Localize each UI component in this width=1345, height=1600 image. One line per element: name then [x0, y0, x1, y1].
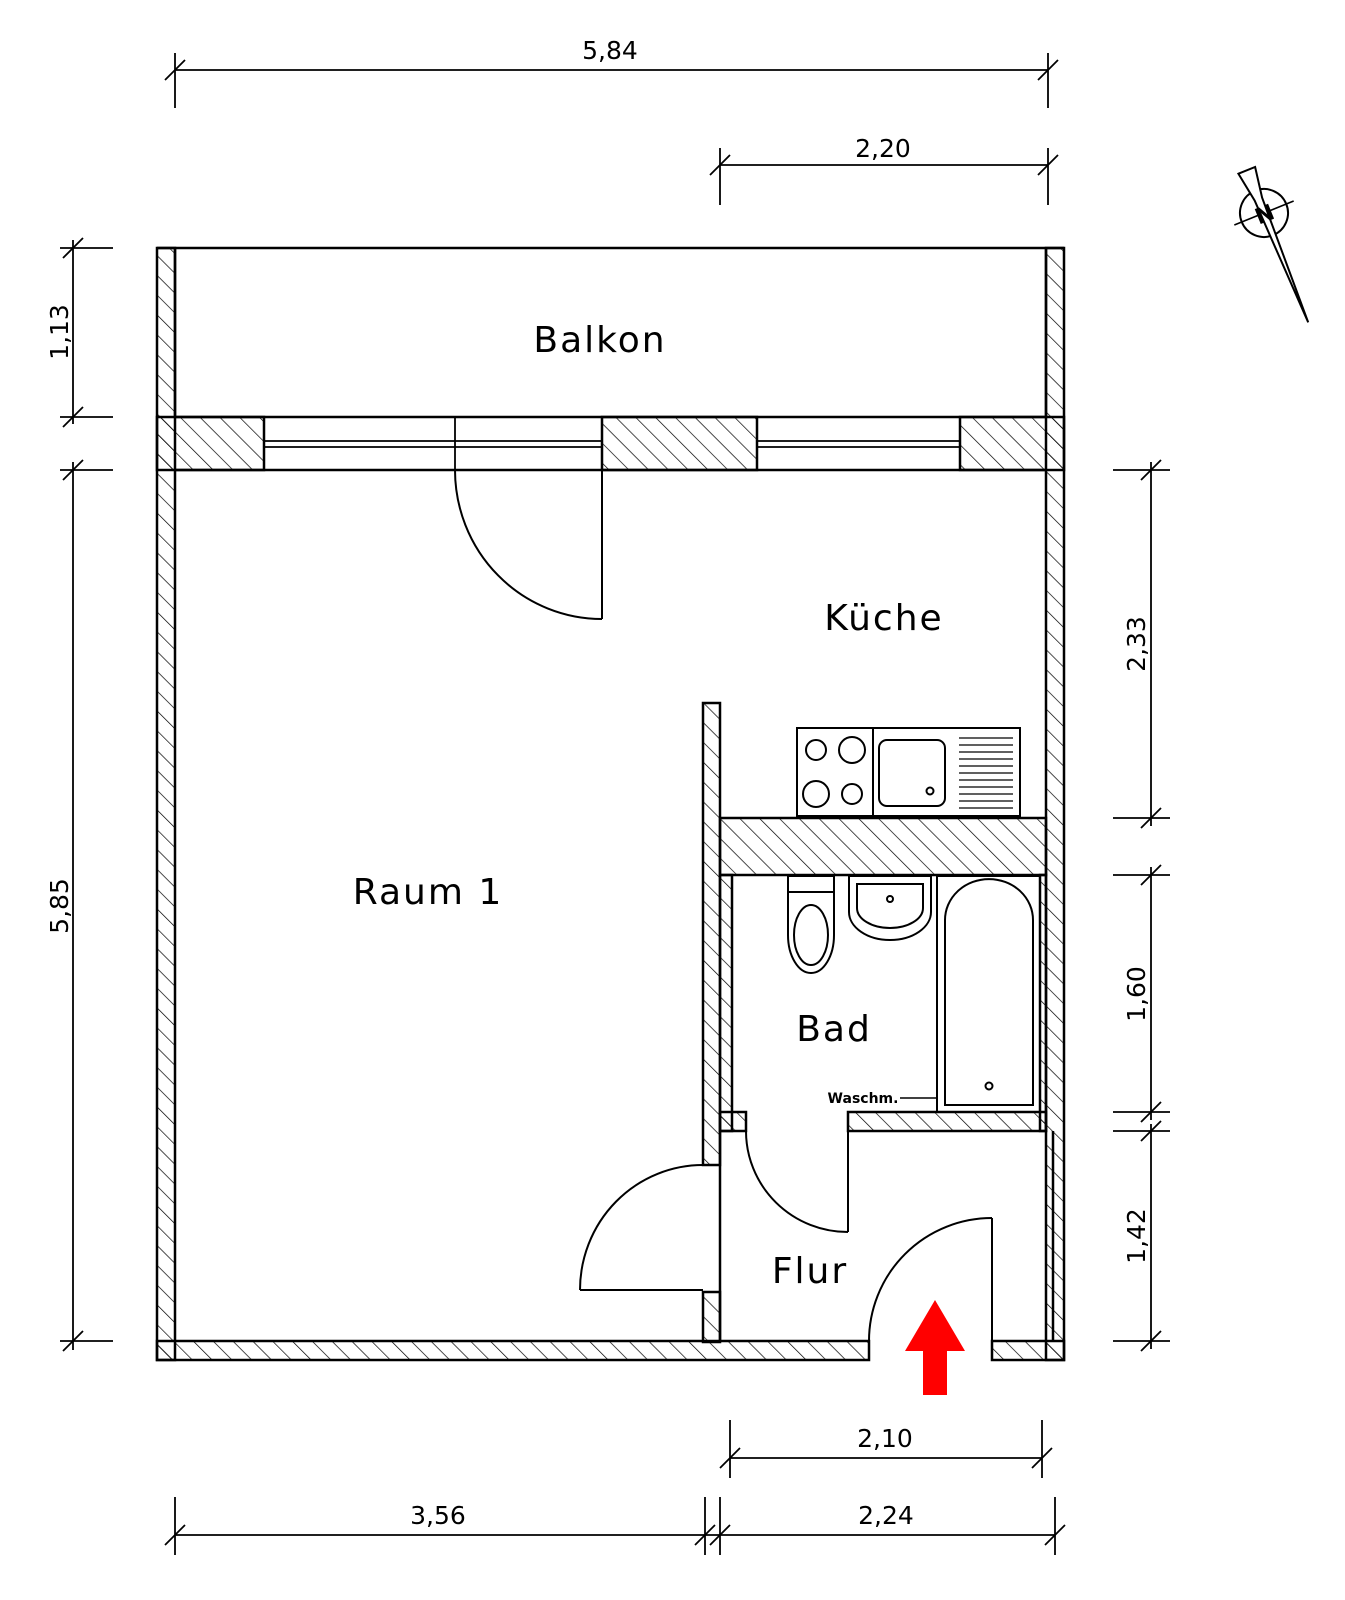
door-entrance-swing	[868, 1217, 993, 1342]
dim-balkon-depth: 1,13	[45, 304, 74, 360]
room-label-raum1: Raum 1	[353, 872, 504, 913]
door-balkon-swing	[454, 469, 603, 620]
wall-bath-left	[718, 873, 734, 1133]
doors	[454, 469, 993, 1342]
toilet-bowl	[787, 891, 835, 974]
wall-bath-flur	[846, 1110, 1048, 1133]
wall-left	[155, 246, 177, 1362]
wall-bottom-left	[155, 1339, 871, 1362]
burner-icon	[841, 783, 863, 805]
dim-main-depth: 5,85	[45, 878, 74, 934]
room-label-bad: Bad	[796, 1009, 872, 1050]
wall-bottom-right	[990, 1339, 1066, 1362]
wall-bath-flur-left	[718, 1110, 748, 1133]
compass-label: N	[1252, 200, 1278, 230]
burner-icon	[805, 739, 827, 761]
label-waschm: Waschm.	[828, 1091, 899, 1107]
drainboard	[959, 737, 1013, 809]
room-label-balkon: Balkon	[533, 320, 666, 361]
basin-drain-icon	[886, 895, 894, 903]
bathtub-inner	[944, 878, 1034, 1106]
burner-icon	[802, 780, 830, 808]
toilet-tank	[787, 875, 835, 893]
walls	[155, 246, 1066, 1362]
door-bad-swing	[745, 1130, 849, 1233]
burner-icon	[838, 736, 866, 764]
room-label-flur: Flur	[772, 1251, 848, 1292]
dim-flur-width: 2,10	[857, 1424, 913, 1453]
wall-balkon-pier-3	[958, 415, 1066, 472]
wall-interior-vertical	[701, 701, 722, 1167]
kitchen-sink-basin	[878, 739, 946, 807]
wall-kitchen-bath	[718, 816, 1048, 877]
washbasin-bowl	[856, 883, 924, 929]
windows	[264, 417, 960, 470]
dimension-lines	[60, 53, 1170, 1555]
dim-kitchen-width: 2,20	[855, 134, 911, 163]
wall-balkon-pier-1	[155, 415, 266, 472]
toilet-seat	[793, 904, 829, 966]
room-label-kueche: Küche	[824, 598, 943, 639]
kitchen-counter	[796, 727, 1021, 817]
wall-balkon-pier-2	[600, 415, 759, 472]
door-raum-swing	[579, 1164, 704, 1291]
dim-kitchen-depth: 2,33	[1122, 616, 1151, 672]
bathroom-fixtures	[787, 875, 1041, 1113]
wall-interior-vertical-lower	[701, 1290, 722, 1344]
sink-drain-icon	[925, 786, 935, 796]
washbasin	[848, 875, 932, 941]
balkon-outline	[157, 246, 1064, 1341]
dim-flur-depth: 1,42	[1122, 1208, 1151, 1264]
kitchen-sink-unit	[872, 727, 1021, 817]
bathtub	[936, 875, 1041, 1113]
wall-right	[1044, 246, 1066, 1362]
north-arrow-icon: N	[1234, 165, 1310, 323]
dim-total-width: 5,84	[582, 36, 638, 65]
tub-drain-icon	[984, 1081, 994, 1091]
entrance-arrow-icon	[905, 1300, 965, 1395]
dim-right-width: 2,24	[858, 1501, 914, 1530]
dim-bath-depth: 1,60	[1122, 966, 1151, 1022]
dim-raum-width: 3,56	[410, 1501, 466, 1530]
